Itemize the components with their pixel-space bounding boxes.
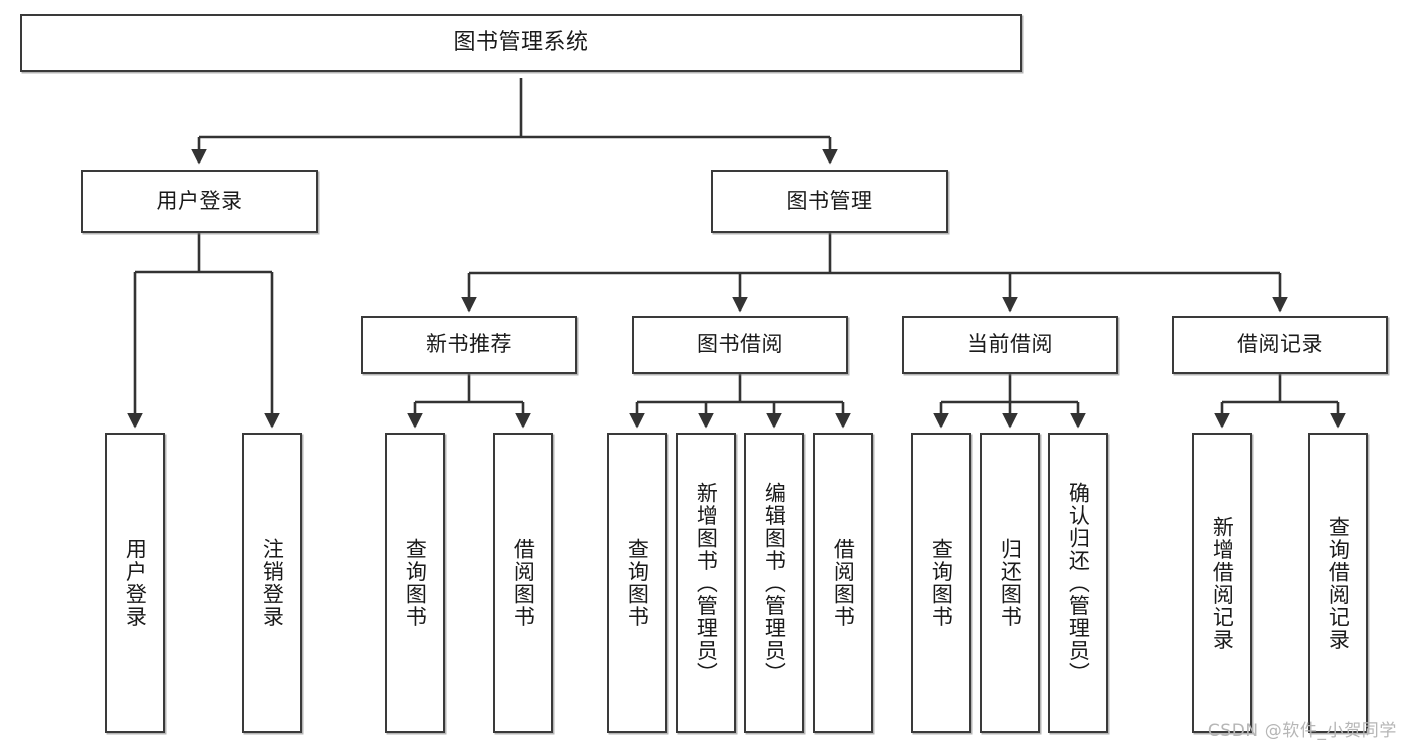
leaf-logout-label: 注销登录 [260, 538, 285, 628]
leaf-query-book-borrow[interactable]: 查询图书 [607, 433, 667, 733]
node-root[interactable]: 图书管理系统 [20, 14, 1022, 72]
node-user-login-label: 用户登录 [156, 188, 243, 213]
node-new-book-rec[interactable]: 新书推荐 [361, 316, 577, 374]
leaf-return-book-label: 归还图书 [998, 538, 1023, 628]
leaf-borrow-book-rec-label: 借阅图书 [511, 538, 536, 628]
leaf-add-borrow-record[interactable]: 新增借阅记录 [1192, 433, 1252, 733]
node-borrow-record[interactable]: 借阅记录 [1172, 316, 1388, 374]
csdn-watermark: CSDN @软件_小贺同学 [1207, 721, 1397, 741]
leaf-query-borrow-record-label: 查询借阅记录 [1326, 515, 1351, 651]
node-book-manage[interactable]: 图书管理 [711, 170, 948, 233]
leaf-query-book-current-label: 查询图书 [929, 538, 954, 628]
node-borrow-record-label: 借阅记录 [1237, 332, 1323, 357]
leaf-return-book[interactable]: 归还图书 [980, 433, 1040, 733]
leaf-borrow-book-rec[interactable]: 借阅图书 [493, 433, 553, 733]
leaf-query-book-rec[interactable]: 查询图书 [385, 433, 445, 733]
leaf-query-book-current[interactable]: 查询图书 [911, 433, 971, 733]
node-book-borrow[interactable]: 图书借阅 [632, 316, 848, 374]
leaf-add-book-admin-label: 新增图书（管理员） [694, 481, 719, 685]
leaf-user-login[interactable]: 用户登录 [105, 433, 165, 733]
leaf-borrow-book-label: 借阅图书 [831, 538, 856, 628]
leaf-borrow-book[interactable]: 借阅图书 [813, 433, 873, 733]
leaf-confirm-return-admin-label: 确认归还（管理员） [1066, 481, 1091, 685]
leaf-edit-book-admin[interactable]: 编辑图书（管理员） [744, 433, 804, 733]
node-user-login[interactable]: 用户登录 [81, 170, 318, 233]
node-new-book-rec-label: 新书推荐 [426, 332, 512, 357]
node-book-manage-label: 图书管理 [786, 188, 873, 213]
node-current-borrow-label: 当前借阅 [967, 332, 1053, 357]
node-current-borrow[interactable]: 当前借阅 [902, 316, 1118, 374]
node-root-label: 图书管理系统 [453, 29, 589, 55]
leaf-add-book-admin[interactable]: 新增图书（管理员） [676, 433, 736, 733]
leaf-query-book-borrow-label: 查询图书 [625, 538, 650, 628]
leaf-query-borrow-record[interactable]: 查询借阅记录 [1308, 433, 1368, 733]
leaf-add-borrow-record-label: 新增借阅记录 [1210, 515, 1235, 651]
leaf-user-login-label: 用户登录 [123, 538, 148, 628]
leaf-edit-book-admin-label: 编辑图书（管理员） [762, 481, 787, 685]
node-book-borrow-label: 图书借阅 [697, 332, 783, 357]
leaf-confirm-return-admin[interactable]: 确认归还（管理员） [1048, 433, 1108, 733]
leaf-query-book-rec-label: 查询图书 [403, 538, 428, 628]
leaf-logout[interactable]: 注销登录 [242, 433, 302, 733]
